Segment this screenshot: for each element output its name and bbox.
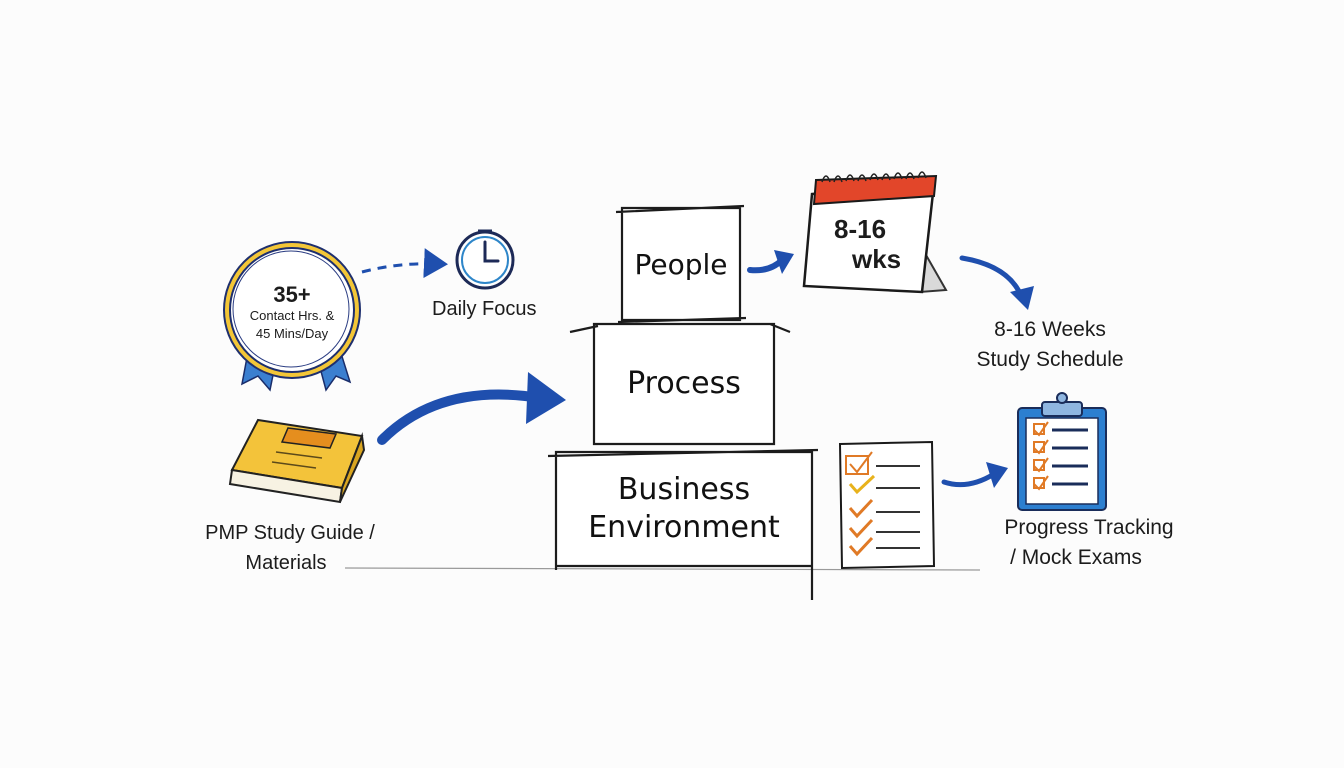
pyramid-environment-label: Environment: [588, 510, 780, 545]
tracking-line-2: / Mock Exams: [1010, 546, 1142, 569]
calendar-range-text: 8-16: [834, 214, 887, 244]
book-icon: [228, 418, 366, 504]
pyramid-business-label: Business: [617, 472, 751, 507]
checklist-paper-icon: [838, 440, 936, 570]
block-people: [615, 204, 747, 324]
schedule-line-1: 8-16 Weeks: [994, 318, 1106, 341]
contact-hours-badge: [223, 241, 361, 392]
pyramid: [547, 204, 819, 600]
calendar-icon: [802, 171, 948, 294]
badge-number: 35+: [273, 282, 311, 307]
study-guide-line-1: PMP Study Guide /: [205, 522, 375, 544]
calendar-unit-text: wks: [852, 244, 902, 274]
pyramid-process-label: Process: [627, 366, 741, 401]
pyramid-people-label: People: [634, 248, 728, 281]
badge-line-1: Contact Hrs. &: [249, 308, 335, 323]
curved-arrow-book: [377, 389, 545, 445]
badge-line-2: 45 Mins/Day: [255, 326, 329, 341]
study-guide-line-2: Materials: [245, 552, 327, 574]
tracking-line-1: Progress Tracking: [1004, 516, 1174, 539]
arrow-people-calendar: [747, 257, 785, 274]
block-business: [547, 448, 819, 600]
daily-focus-label: Daily Focus: [432, 298, 537, 320]
arrow-checklist-clipboard: [941, 471, 997, 488]
schedule-line-2: Study Schedule: [976, 348, 1124, 371]
clock-icon: [455, 229, 515, 290]
block-process: [569, 322, 791, 446]
dashed-arrow: [361, 248, 448, 279]
ground-line: [344, 567, 981, 571]
clipboard-checklist-icon: [1017, 392, 1107, 511]
